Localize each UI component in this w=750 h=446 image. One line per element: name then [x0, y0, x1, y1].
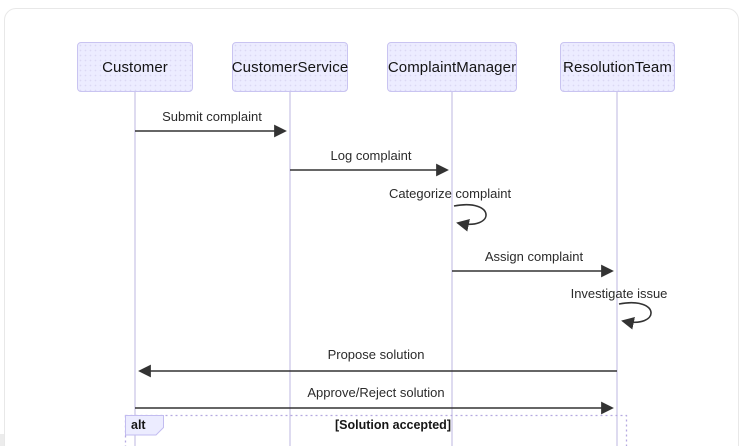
- message-label-submit-complaint: Submit complaint: [162, 109, 262, 124]
- message-label-investigate-issue: Investigate issue: [570, 286, 668, 301]
- message-label-log-complaint: Log complaint: [330, 148, 412, 163]
- alt-operator-box: [125, 415, 164, 436]
- actor-resolutionteam: ResolutionTeam: [560, 42, 675, 92]
- message-label-assign-complaint: Assign complaint: [484, 249, 584, 264]
- actor-customer: Customer: [77, 42, 193, 92]
- diagram-card: Customer CustomerService ComplaintManage…: [4, 8, 739, 446]
- actor-complaintmanager: ComplaintManager: [387, 42, 517, 92]
- message-label-categorize-complaint: Categorize complaint: [388, 186, 512, 201]
- self-loop-investigate-issue: [618, 301, 652, 330]
- window-edge-fragment: [0, 434, 4, 446]
- actor-customerservice: CustomerService: [232, 42, 348, 92]
- self-loop-categorize-complaint: [453, 203, 487, 232]
- alt-guard-label: [Solution accepted]: [335, 418, 451, 432]
- message-label-approve-reject-solution: Approve/Reject solution: [307, 385, 445, 400]
- message-label-propose-solution: Propose solution: [327, 347, 425, 362]
- alt-operator-label: alt: [131, 418, 146, 432]
